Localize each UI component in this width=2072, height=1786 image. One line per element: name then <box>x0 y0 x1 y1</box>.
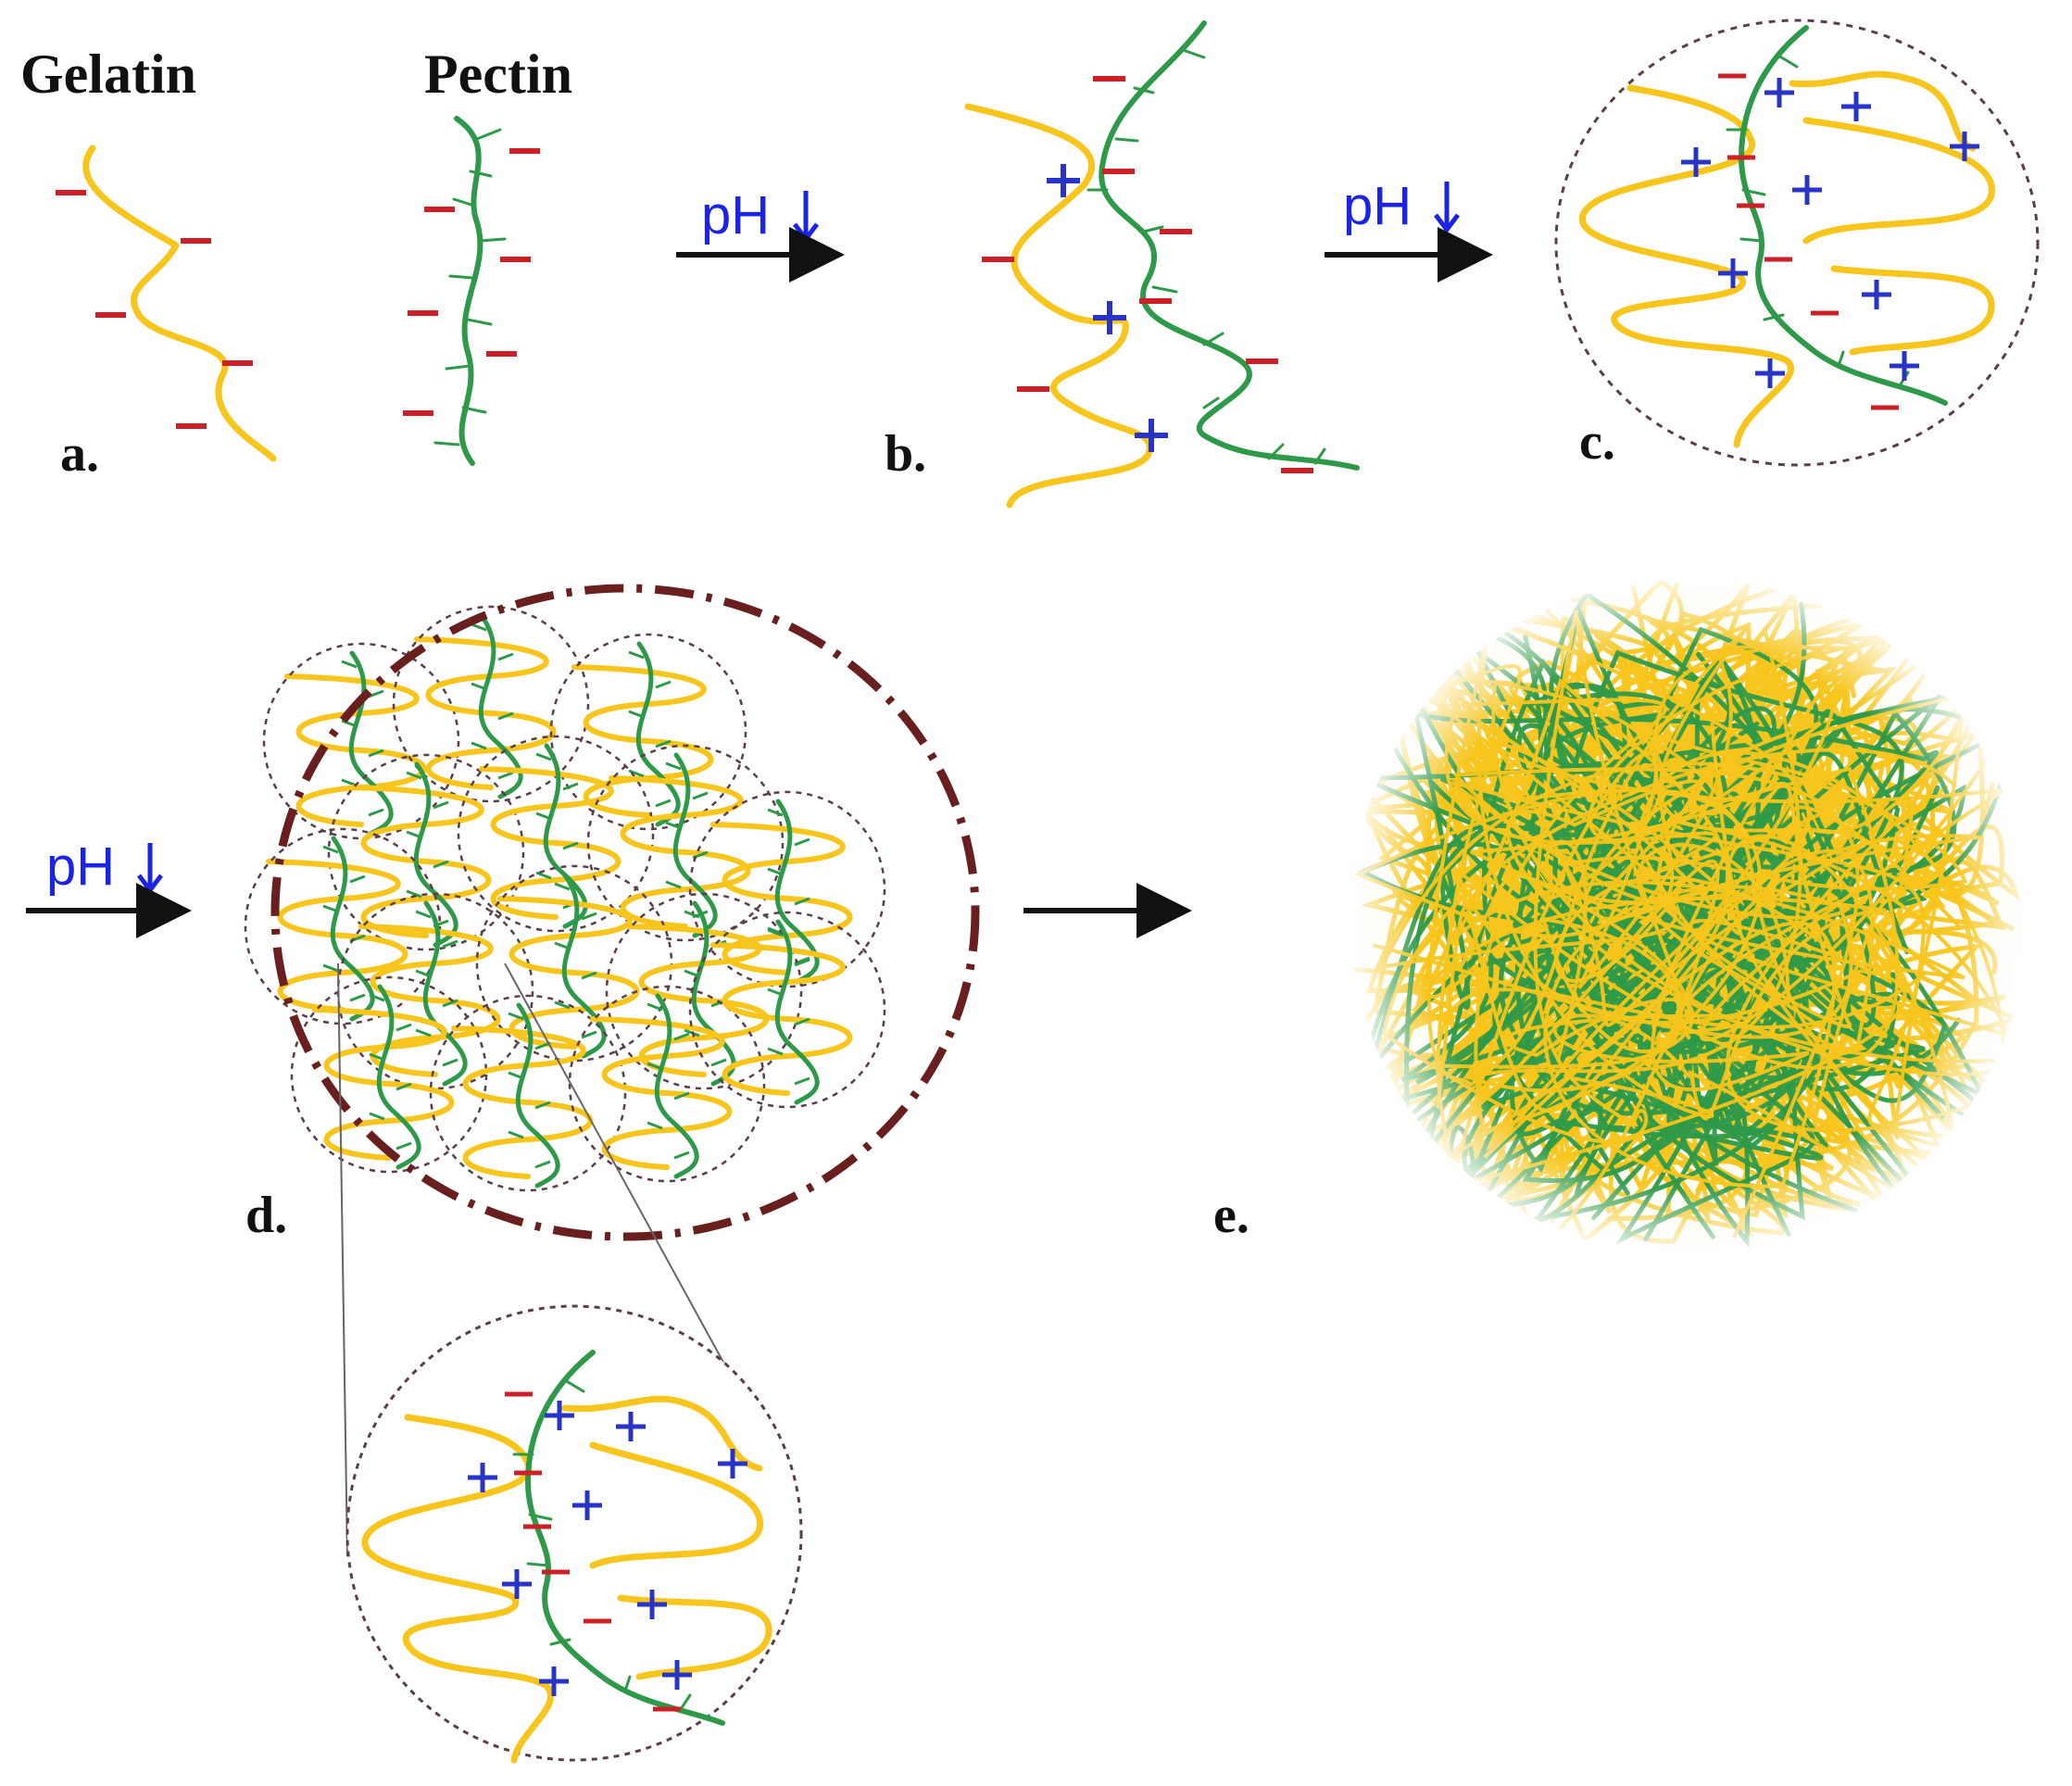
negative-charges <box>1718 73 1899 410</box>
mini-coacervate <box>244 827 442 1025</box>
ph-arrow-3: pH <box>26 836 192 938</box>
positive-charges <box>1681 78 1979 388</box>
plus-sign <box>718 1449 747 1478</box>
mini-coacervate <box>549 633 747 831</box>
ph-arrow-2: pH <box>1325 176 1493 283</box>
panel-d-label: d. <box>245 1187 287 1244</box>
pectin-chain <box>1739 25 1948 406</box>
plus-sign <box>1950 132 1979 161</box>
mini-coacervate <box>586 744 785 942</box>
zoomed-coacervate-inset <box>345 1304 803 1764</box>
arrow-down-icon <box>137 843 163 895</box>
gelatin-title: Gelatin <box>20 44 196 105</box>
positive-charges <box>1047 164 1168 452</box>
pectin-negative-charges <box>403 148 540 416</box>
plus-sign <box>637 1590 667 1619</box>
plus-sign <box>1718 258 1748 288</box>
mini-coacervate <box>327 753 525 951</box>
gelatin-negative-charges <box>56 190 253 429</box>
pectin-title: Pectin <box>424 44 572 105</box>
plus-sign <box>468 1463 497 1492</box>
ph-arrow-1: pH <box>676 185 845 283</box>
panel-c-label: c. <box>1579 413 1615 471</box>
panel-e-label: e. <box>1213 1187 1249 1244</box>
panel-a-label: a. <box>60 425 99 483</box>
arrow-down-icon <box>1434 182 1460 234</box>
panel-e: e. <box>1213 579 2027 1255</box>
arrow-down-icon <box>793 191 819 244</box>
plus-sign <box>1047 164 1080 197</box>
plus-sign <box>1862 280 1891 309</box>
panel-b: b. <box>885 20 1360 509</box>
mini-coacervate <box>290 975 488 1174</box>
mini-coacervate <box>457 735 655 933</box>
plus-sign <box>545 1401 574 1430</box>
plus-sign <box>1681 147 1711 177</box>
aggregate-outline <box>270 584 980 1241</box>
plus-sign <box>662 1660 692 1690</box>
plus-sign <box>1890 351 1919 381</box>
ph-label: pH <box>46 836 115 897</box>
coacervate-clusters <box>244 605 886 1192</box>
ph-label: pH <box>1343 176 1412 236</box>
plus-sign <box>1135 419 1168 452</box>
mini-coacervate <box>688 911 886 1109</box>
mini-coacervate <box>688 790 886 988</box>
mini-coacervate <box>429 994 627 1192</box>
ph-label: pH <box>701 185 770 245</box>
negative-charges <box>982 76 1313 473</box>
coacervate-circle <box>1554 19 2040 467</box>
mini-coacervate <box>392 605 590 803</box>
panel-a: Gelatin Pectin <box>20 44 572 483</box>
mini-coacervate <box>568 985 766 1183</box>
gelatin-chain <box>82 145 277 462</box>
plus-sign <box>572 1490 602 1520</box>
pectin-chain <box>1099 20 1360 471</box>
plus-sign <box>1764 78 1794 107</box>
panel-d: d. <box>244 584 980 1764</box>
pectin-side-branches <box>433 128 507 446</box>
zoom-line <box>337 962 348 1557</box>
panel-c: c. <box>1554 19 2040 471</box>
plus-sign <box>539 1667 569 1696</box>
plus-sign <box>1841 92 1871 121</box>
pectin-side-branches <box>1086 49 1326 465</box>
plus-sign <box>1792 175 1822 205</box>
plus-sign <box>502 1569 532 1599</box>
mini-coacervate <box>336 892 534 1090</box>
panel-b-label: b. <box>885 425 926 483</box>
pectin-chain <box>454 116 483 466</box>
plus-sign <box>1755 358 1785 388</box>
gelatin-chains <box>1578 70 1995 448</box>
plus-sign <box>616 1412 646 1441</box>
plus-sign <box>1093 301 1126 334</box>
gelatin-chain <box>964 103 1153 509</box>
